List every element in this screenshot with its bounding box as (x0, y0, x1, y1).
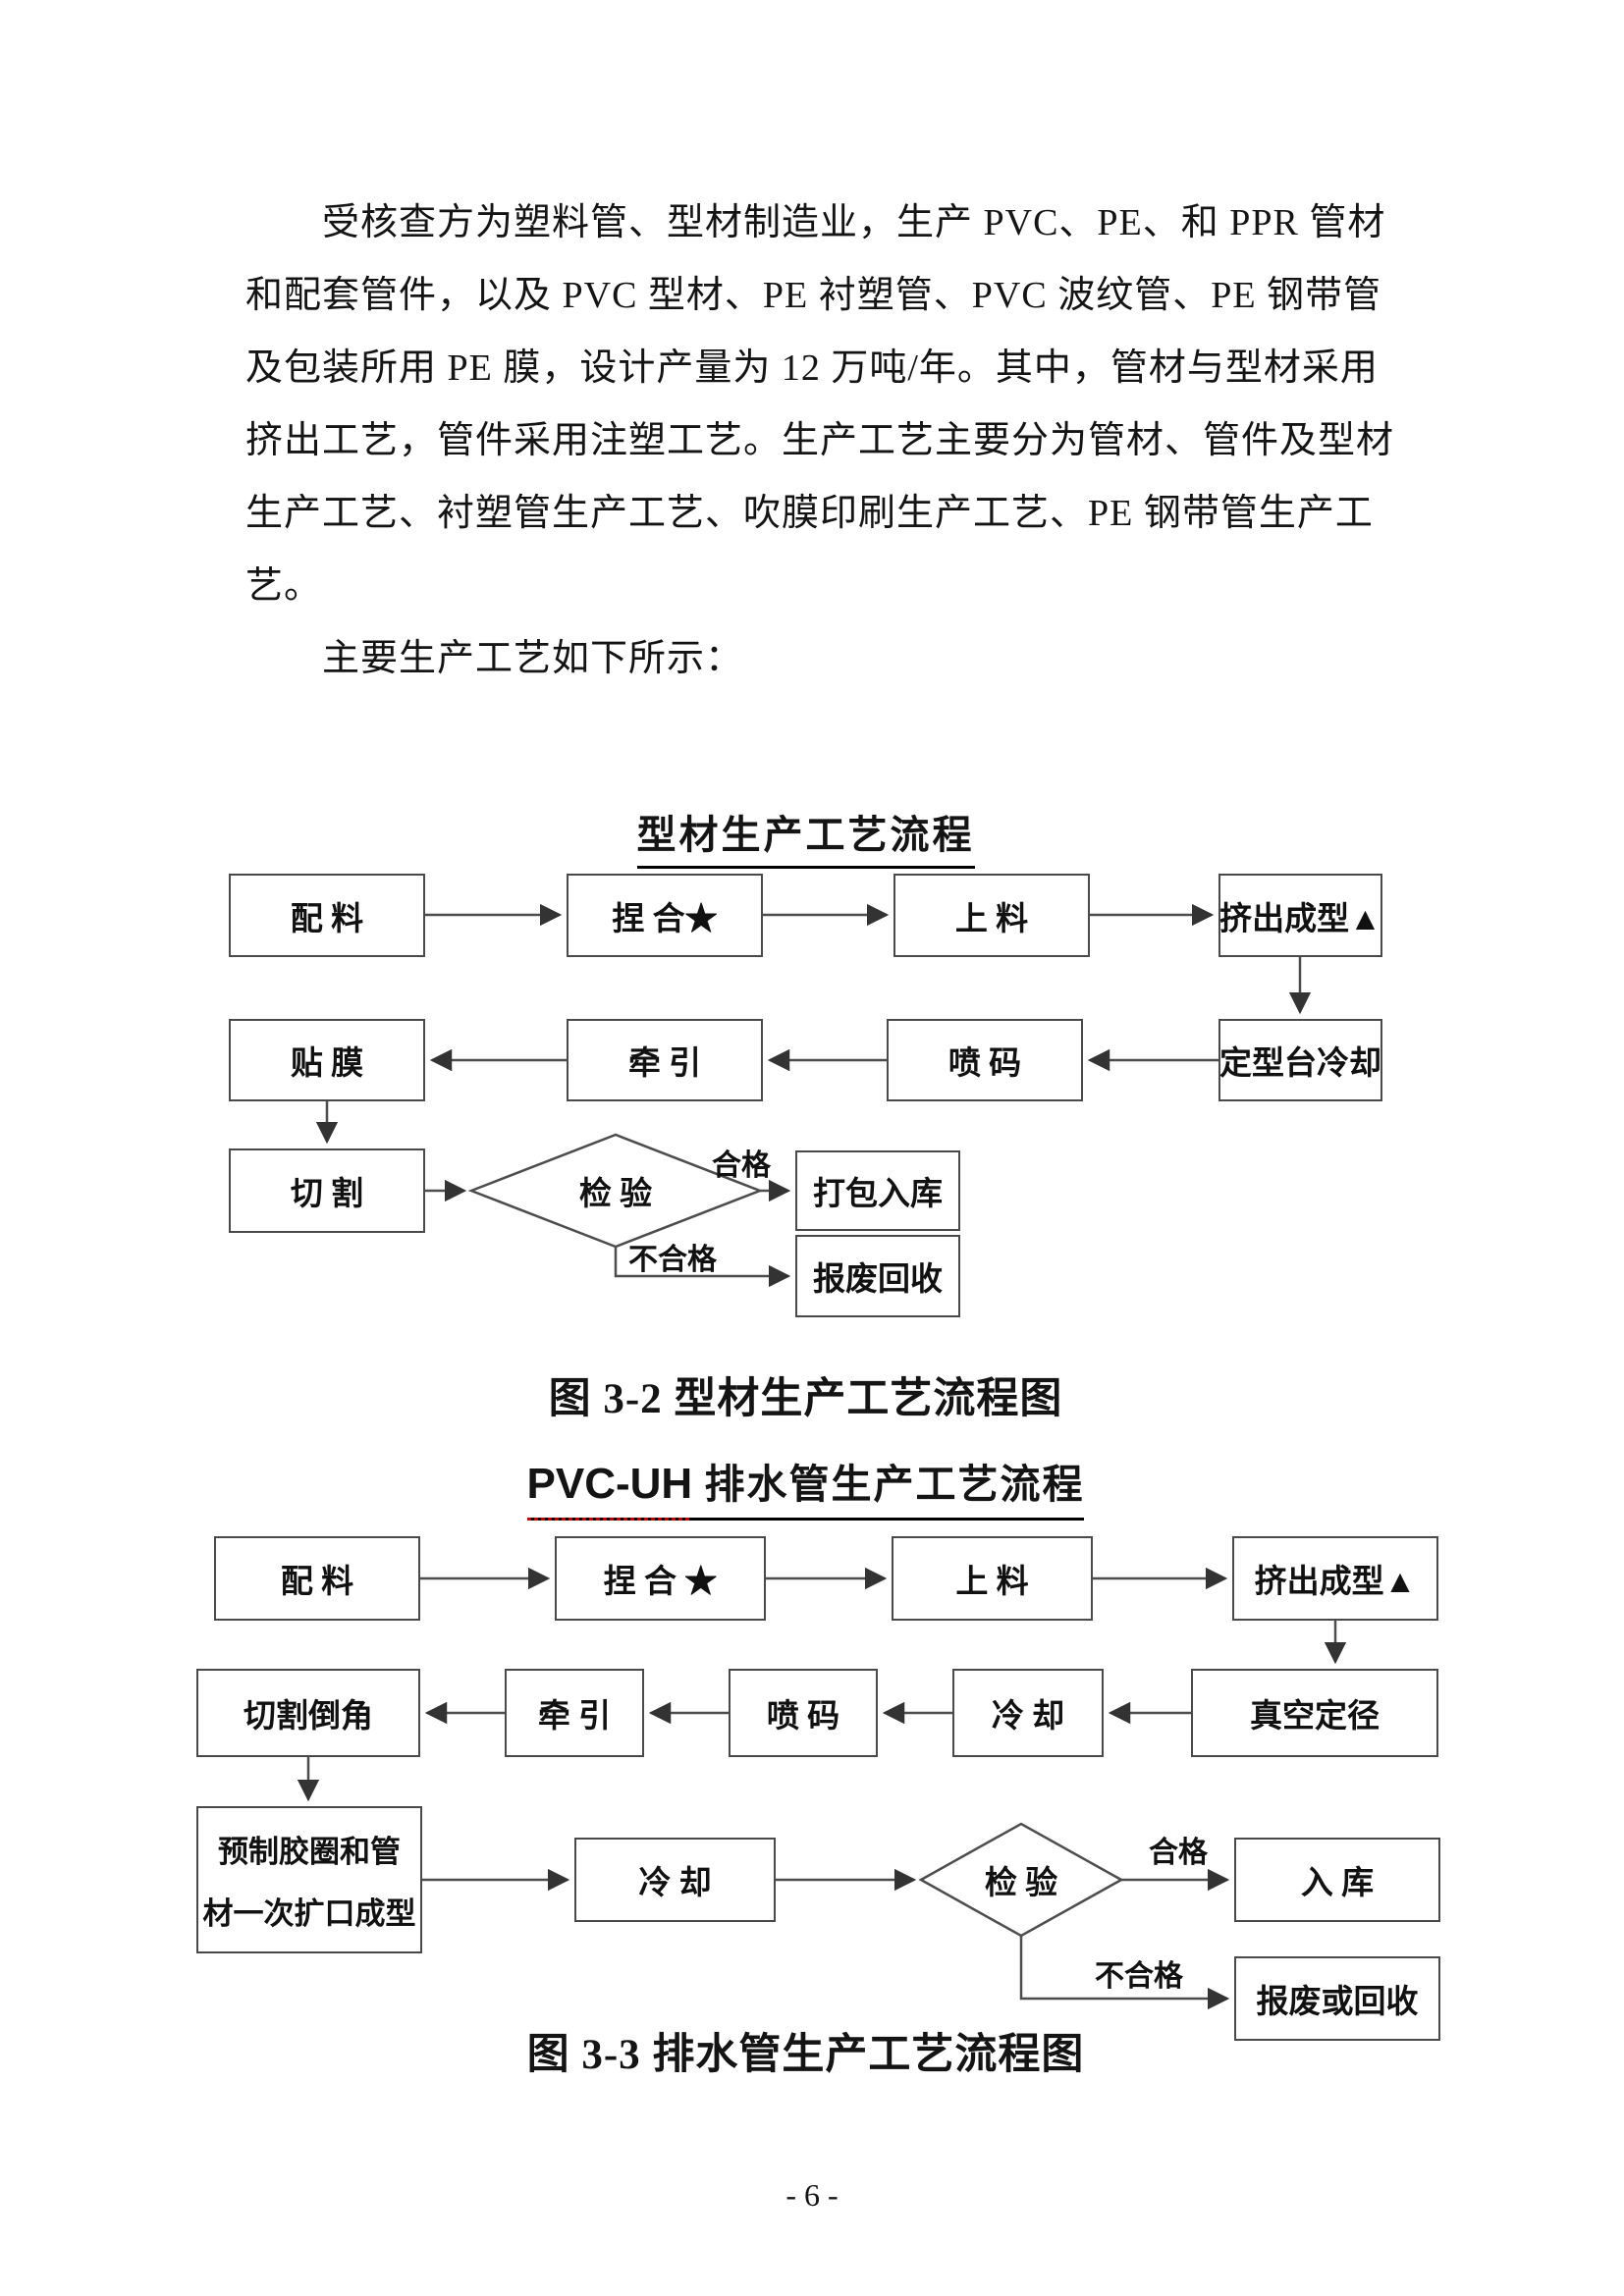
flow2-box-niehe: 捏 合 ★ (555, 1536, 766, 1621)
flow2-box-yuzhijiaoquan-line1: 预制胶圈和管 (218, 1834, 401, 1869)
flow2-box-qianyin: 牵 引 (505, 1669, 644, 1757)
chart2-title: PVC-UH 排水管生产工艺流程 (229, 1451, 1382, 1521)
flow-box-tiemo: 贴 膜 (229, 1019, 425, 1101)
flow2-box-penma: 喷 码 (729, 1669, 878, 1757)
paragraph-line: 及包装所用 PE 膜，设计产量为 12 万吨/年。其中，管材与型材采用 (245, 347, 1379, 389)
flow2-box-lengque2: 冷 却 (574, 1838, 776, 1922)
chart2-title-underline: PVC-UH 排水管生产工艺流程 (526, 1451, 1085, 1521)
flow-box-qianyin: 牵 引 (567, 1019, 763, 1101)
flow-box-dingxingtai: 定型台冷却 (1218, 1019, 1382, 1101)
flow2-box-baofeihuohuishou: 报废或回收 (1234, 1956, 1440, 2041)
paragraph-line: 主要生产工艺如下所示： (322, 638, 744, 679)
flow2-box-qiegedaojiao: 切割倒角 (196, 1669, 420, 1757)
chart1-title: 型材生产工艺流程 (229, 803, 1382, 869)
flow2-box-yuzhijiaoquan-line2: 材一次扩口成型 (202, 1896, 416, 1932)
flow2-box-shangliao: 上 料 (892, 1536, 1093, 1621)
chart2-title-zh: 排水管生产工艺流程 (692, 1462, 1085, 1507)
flow2-box-lengque1: 冷 却 (952, 1669, 1104, 1757)
flow2-box-jichuchengxing: 挤出成型▲ (1232, 1536, 1438, 1621)
page-number: - 6 - (785, 2177, 839, 2213)
flow-box-peiliao: 配 料 (229, 874, 425, 957)
chart1-title-text: 型材生产工艺流程 (636, 803, 975, 869)
flow2-label-fail: 不合格 (1095, 1960, 1183, 1993)
paragraph-line: 艺。 (245, 565, 323, 607)
paragraph-line: 受核查方为塑料管、型材制造业，生产 PVC、PE、和 PPR 管材 (322, 202, 1386, 243)
figure-caption-3-2: 图 3-2 型材生产工艺流程图 (548, 1376, 1063, 1422)
flow2-box-yuzhijiaoquan: 预制胶圈和管 材一次扩口成型 (196, 1806, 422, 1953)
flow-box-niehe: 捏 合★ (567, 874, 763, 957)
paragraph-line: 挤出工艺，管件采用注塑工艺。生产工艺主要分为管材、管件及型材 (245, 420, 1395, 461)
flow2-box-ruku: 入 库 (1234, 1838, 1440, 1922)
flow-box-jichuchengxing: 挤出成型▲ (1218, 874, 1382, 957)
paragraph-line: 和配套管件，以及 PVC 型材、PE 衬塑管、PVC 波纹管、PE 钢带管 (245, 275, 1382, 316)
paragraph-line: 生产工艺、衬塑管生产工艺、吹膜印刷生产工艺、PE 钢带管生产工 (245, 493, 1374, 534)
decision2-diamond-jianyan: 检 验 (984, 1866, 1058, 1901)
flow-box-qiege: 切 割 (229, 1148, 425, 1233)
flow-box-shangliao: 上 料 (893, 874, 1090, 957)
flow2-box-peiliao: 配 料 (214, 1536, 420, 1621)
flow-label-fail: 不合格 (628, 1244, 717, 1276)
flow2-box-zhenkongdingjing: 真空定径 (1191, 1669, 1438, 1757)
flow-box-baofeihuishou: 报废回收 (795, 1235, 960, 1317)
body-paragraph: 受核查方为塑料管、型材制造业，生产 PVC、PE、和 PPR 管材 和配套管件，… (245, 187, 1395, 695)
flow2-label-pass: 合格 (1149, 1837, 1208, 1869)
figure-caption-3-3: 图 3-3 排水管生产工艺流程图 (526, 2032, 1085, 2078)
flow-label-pass: 合格 (712, 1149, 771, 1182)
chart2-title-pvcuh: PVC-UH (526, 1460, 693, 1508)
flow-box-dabaoruku: 打包入库 (795, 1150, 960, 1231)
flow-box-penma: 喷 码 (887, 1019, 1083, 1101)
